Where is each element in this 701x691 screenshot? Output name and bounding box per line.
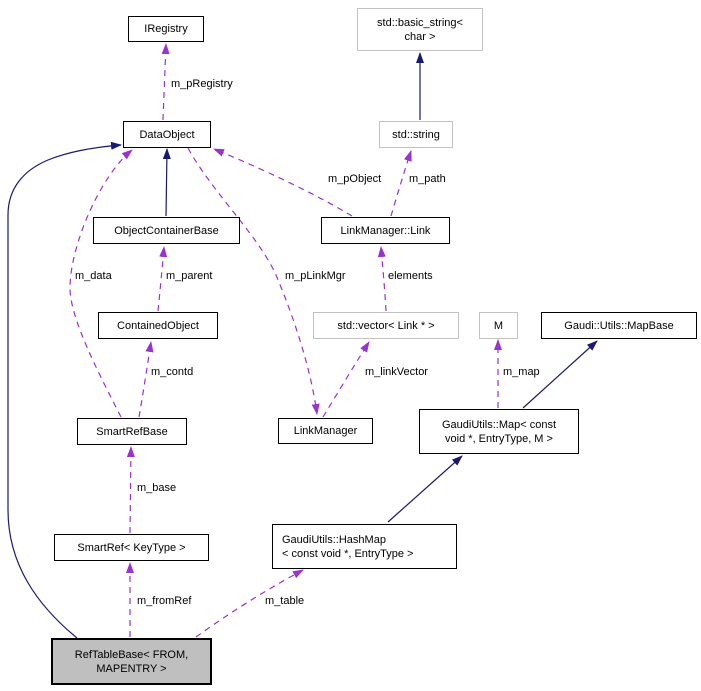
edge-objectcontainerbase-to-dataobject [162, 148, 171, 217]
edge-label-m-table: m_table [265, 595, 305, 607]
edge-label-m-pobject: m_pObject [328, 173, 382, 185]
edge-label-m-pregistry: m_pRegistry [171, 78, 233, 90]
edge-m-path [390, 150, 412, 217]
node-gaudiutils-map[interactable]: GaudiUtils::Map< const void *, EntryType… [419, 409, 579, 454]
edge-m-data [69, 149, 133, 418]
node-std-basic-string: std::basic_string< char > [357, 8, 483, 51]
edge-label-m-base: m_base [137, 482, 177, 494]
node-reftablebase: RefTableBase< FROM, MAPENTRY > [51, 638, 212, 685]
node-containedobject[interactable]: ContainedObject [98, 312, 218, 339]
edge-m-contd [138, 341, 154, 418]
node-gaudi-utils-mapbase[interactable]: Gaudi::Utils::MapBase [541, 312, 697, 339]
node-iregistry[interactable]: IRegistry [128, 16, 204, 42]
edge-label-m-contd: m_contd [151, 366, 194, 378]
node-smartrefbase[interactable]: SmartRefBase [77, 418, 187, 445]
edge-label-m-linkvector: m_linkVector [365, 366, 428, 378]
edge-m-linkvector [322, 341, 370, 418]
edge-m-base [126, 446, 135, 534]
edge-m-parent [157, 246, 168, 312]
edge-m-pregistry [161, 43, 170, 121]
node-smartref[interactable]: SmartRef< KeyType > [54, 534, 209, 561]
edge-label-elements: elements [388, 270, 433, 282]
node-linkmanager-link[interactable]: LinkManager::Link [321, 217, 450, 244]
node-gaudiutils-hashmap[interactable]: GaudiUtils::HashMap < const void *, Entr… [272, 524, 457, 569]
node-dataobject[interactable]: DataObject [123, 121, 211, 148]
edge-hashmap-to-map [387, 455, 463, 523]
node-std-vector-link: std::vector< Link * > [313, 312, 459, 339]
edge-label-m-parent: m_parent [166, 270, 213, 282]
node-std-string: std::string [379, 121, 453, 148]
node-m: M [479, 312, 518, 339]
edge-label-m-path: m_path [409, 173, 446, 185]
edge-label-m-map: m_map [503, 366, 540, 378]
edge-elements [377, 246, 387, 312]
edge-label-m-fromref: m_fromRef [137, 595, 192, 607]
edge-label-m-data: m_data [75, 270, 112, 282]
node-objectcontainerbase[interactable]: ObjectContainerBase [93, 217, 240, 244]
node-linkmanager[interactable]: LinkManager [278, 418, 373, 444]
edge-label-m-plinkmgr: m_pLinkMgr [285, 270, 346, 282]
